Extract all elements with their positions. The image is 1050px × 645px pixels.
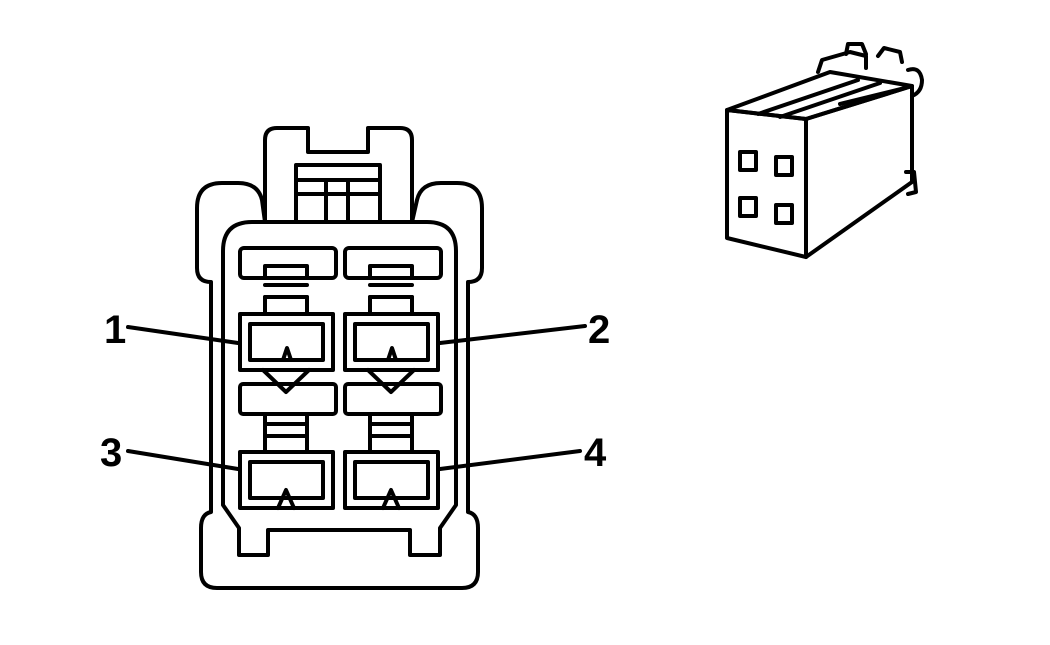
top-channel-line-2	[780, 83, 880, 117]
connector-latch-outer	[265, 128, 412, 222]
iso-pin-hole-2	[776, 157, 792, 175]
leader-line-pin-1	[128, 327, 238, 343]
iso-latch	[818, 52, 866, 72]
pin-cavity-1	[240, 266, 333, 392]
guide-block-mid-right	[345, 384, 441, 414]
pin-cavity-2	[345, 266, 438, 392]
leader-line-pin-3	[128, 451, 238, 469]
leader-line-pin-2	[440, 326, 585, 343]
iso-side-bump-bottom	[906, 172, 916, 194]
guide-block-mid-left	[240, 384, 336, 414]
leader-line-pin-4	[440, 451, 580, 469]
top-channel-line-1	[758, 80, 858, 114]
iso-latch-right	[878, 48, 902, 62]
iso-pin-hole-1	[740, 152, 756, 170]
iso-pin-hole-4	[776, 205, 792, 223]
connector-face-view	[128, 128, 585, 588]
pin-label-4: 4	[584, 431, 607, 475]
pin-cavity-3	[240, 414, 333, 508]
guide-block-top-right	[345, 248, 441, 278]
iso-side-bump-top	[908, 69, 922, 96]
top-channel-line-3	[840, 88, 905, 104]
connector-housing-outer	[197, 183, 482, 588]
pin-label-2: 2	[588, 308, 611, 352]
guide-block-top-left	[240, 248, 336, 278]
pin-label-3: 3	[100, 431, 123, 475]
connector-side-face	[806, 86, 912, 257]
iso-pin-hole-3	[740, 198, 756, 216]
connector-isometric-view	[727, 44, 922, 257]
pin-label-1: 1	[104, 308, 127, 352]
iso-latch-tab	[846, 44, 866, 54]
connector-housing-inner	[223, 222, 456, 555]
connector-front-face	[727, 110, 806, 257]
pin-cavity-4	[345, 414, 438, 508]
